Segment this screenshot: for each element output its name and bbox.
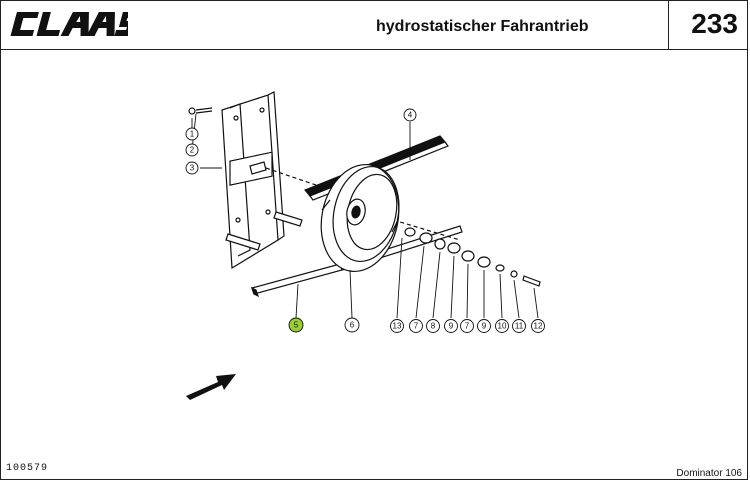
callout-11[interactable]: 11 <box>512 319 526 333</box>
svg-text:13: 13 <box>393 322 402 331</box>
nut-7b <box>461 250 475 262</box>
bearing-8 <box>434 238 446 250</box>
svg-text:4: 4 <box>408 111 413 120</box>
callouts[interactable]: 1 2 3 4 5 6 13 7 8 9 7 9 10 11 12 <box>185 108 545 333</box>
svg-text:7: 7 <box>465 322 470 331</box>
callout-1[interactable]: 1 <box>185 127 199 141</box>
claas-logo <box>10 12 128 36</box>
callout-13[interactable]: 13 <box>390 319 404 333</box>
svg-text:12: 12 <box>534 322 543 331</box>
callout-12[interactable]: 12 <box>531 319 545 333</box>
callout-3[interactable]: 3 <box>185 161 199 175</box>
svg-text:7: 7 <box>414 322 419 331</box>
doc-code: 100579 <box>6 463 49 474</box>
stud-upper <box>249 161 267 175</box>
ring-9b <box>477 256 491 268</box>
washer-11 <box>510 270 518 278</box>
callout-7b[interactable]: 7 <box>460 319 474 333</box>
stud-lower <box>225 233 261 251</box>
callout-8[interactable]: 8 <box>426 319 440 333</box>
callout-9b[interactable]: 9 <box>477 319 491 333</box>
model-name: Dominator 106 <box>676 468 742 479</box>
svg-text:2: 2 <box>190 146 195 155</box>
v-belt-lower <box>251 263 343 295</box>
svg-text:11: 11 <box>515 322 524 331</box>
callout-9a[interactable]: 9 <box>444 319 458 333</box>
svg-text:9: 9 <box>449 322 454 331</box>
svg-text:9: 9 <box>482 322 487 331</box>
parts-drawing: 1 2 3 4 5 6 13 7 8 9 7 9 10 11 12 <box>185 91 545 400</box>
svg-text:6: 6 <box>350 321 355 330</box>
callout-5-highlighted[interactable]: 5 <box>288 317 304 333</box>
stud-middle <box>273 211 303 227</box>
nut-7 <box>419 232 433 244</box>
callout-4[interactable]: 4 <box>403 108 417 122</box>
page-number: 233 <box>691 8 738 39</box>
bolt-12 <box>522 275 541 287</box>
svg-text:8: 8 <box>431 322 436 331</box>
washer-13 <box>404 227 416 237</box>
ring-9 <box>447 242 461 254</box>
callout-10[interactable]: 10 <box>495 319 509 333</box>
svg-text:10: 10 <box>498 322 507 331</box>
direction-arrow <box>186 374 236 400</box>
svg-text:3: 3 <box>190 164 195 173</box>
page-title: hydrostatischer Fahrantrieb <box>376 18 589 35</box>
callout-2[interactable]: 2 <box>185 143 199 157</box>
washer-10 <box>495 264 505 272</box>
bolt <box>195 107 213 114</box>
callout-6[interactable]: 6 <box>344 317 360 333</box>
page-number-box: 233 <box>668 0 748 50</box>
header: hydrostatischer Fahrantrieb 233 <box>0 0 748 50</box>
svg-text:1: 1 <box>190 130 195 139</box>
callout-7a[interactable]: 7 <box>409 319 423 333</box>
svg-text:5: 5 <box>294 321 299 330</box>
